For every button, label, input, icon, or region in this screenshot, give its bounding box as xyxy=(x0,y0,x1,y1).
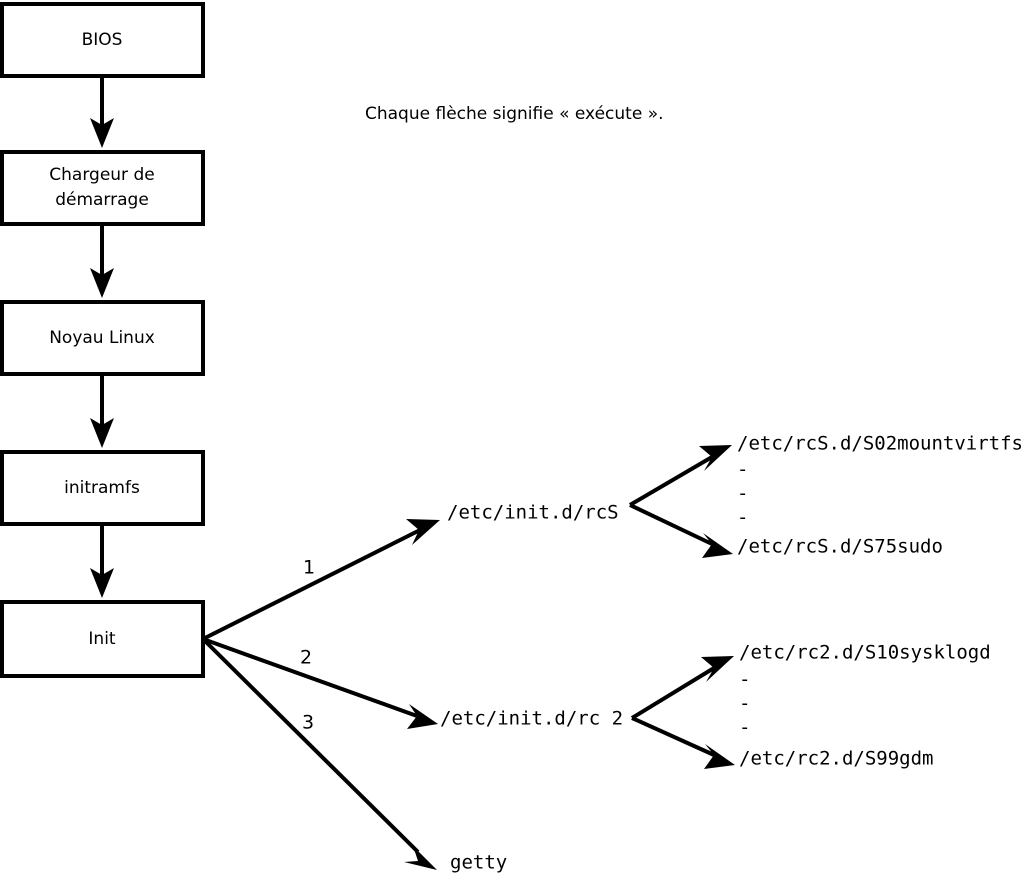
bios-box-label: BIOS xyxy=(82,30,123,50)
arrow-rcs-to-first-script xyxy=(628,445,732,507)
arrow-bootloader-to-kernel xyxy=(90,226,114,298)
arrow-head xyxy=(704,744,735,769)
edge-number-3: 3 xyxy=(302,712,314,734)
arrow-rc2-to-first-script xyxy=(630,656,734,720)
arrow-head xyxy=(699,445,732,471)
arrow-shaft xyxy=(628,455,714,507)
arrow-head xyxy=(90,568,114,598)
arrow-head xyxy=(406,519,440,545)
arrow-head xyxy=(90,268,114,298)
initramfs-box-rect xyxy=(0,450,205,526)
diagram-caption: Chaque flèche signifie « exécute ». xyxy=(365,104,664,124)
rcs-ellipsis-dash-2: - xyxy=(737,483,748,505)
bootloader-box-rect xyxy=(0,150,205,226)
rc2-script-last: /etc/rc2.d/S99gdm xyxy=(739,748,933,770)
arrow-head xyxy=(90,118,114,148)
arrow-shaft xyxy=(630,666,716,720)
rcs-script-first: /etc/rcS.d/S02mountvirtfs xyxy=(737,433,1023,455)
stage-box-bootloader: Chargeur de démarrage xyxy=(0,150,205,226)
bootloader-box-label-line2: démarrage xyxy=(55,190,149,210)
edge-number-1: 1 xyxy=(303,557,315,579)
arrow-shaft xyxy=(202,637,418,718)
arrow-initramfs-to-init xyxy=(90,526,114,598)
bootloader-box-label-line1: Chargeur de xyxy=(49,165,154,185)
arrow-rc2-to-last-script xyxy=(631,716,735,769)
rcs-script-last: /etc/rcS.d/S75sudo xyxy=(737,536,943,558)
kernel-box-rect xyxy=(0,300,205,376)
rc2-ellipsis-dash-1: - xyxy=(739,669,750,691)
arrow-init-to-getty xyxy=(201,637,437,870)
rc2-script-first: /etc/rc2.d/S10sysklogd xyxy=(739,642,991,664)
rc2-ellipsis-dash-2: - xyxy=(739,693,750,715)
init-target-label-getty: getty xyxy=(450,852,507,874)
arrow-shaft xyxy=(202,528,421,641)
initramfs-box-label: initramfs xyxy=(64,478,140,498)
stage-box-initramfs: initramfs xyxy=(0,450,205,526)
edge-number-2: 2 xyxy=(300,647,312,669)
arrow-shaft xyxy=(631,716,715,757)
init-target-label-rcs: /etc/init.d/rcS xyxy=(447,502,619,524)
stage-box-kernel: Noyau Linux xyxy=(0,300,205,376)
arrow-kernel-to-initramfs xyxy=(90,376,114,448)
init-box-label: Init xyxy=(88,629,116,649)
arrow-shaft xyxy=(629,503,713,546)
rcs-ellipsis-dash-3: - xyxy=(737,507,748,529)
arrow-init-to-rc2 xyxy=(202,637,438,729)
arrow-head xyxy=(702,533,733,558)
arrow-head xyxy=(404,846,437,870)
init-target-label-rc2: /etc/init.d/rc 2 xyxy=(440,708,623,730)
arrow-shaft xyxy=(201,637,420,854)
arrow-head xyxy=(701,656,734,682)
rc2-ellipsis-dash-3: - xyxy=(739,717,750,739)
arrow-head xyxy=(407,704,438,729)
arrow-rcs-to-last-script xyxy=(629,503,733,558)
kernel-box-label: Noyau Linux xyxy=(49,328,155,348)
bios-box-rect xyxy=(0,2,205,78)
stage-box-bios: BIOS xyxy=(0,2,205,78)
arrow-head xyxy=(90,418,114,448)
arrow-init-to-rcs xyxy=(202,519,440,641)
rcs-ellipsis-dash-1: - xyxy=(737,459,748,481)
arrow-bios-to-bootloader xyxy=(90,78,114,148)
stage-box-init: Init xyxy=(0,600,205,678)
